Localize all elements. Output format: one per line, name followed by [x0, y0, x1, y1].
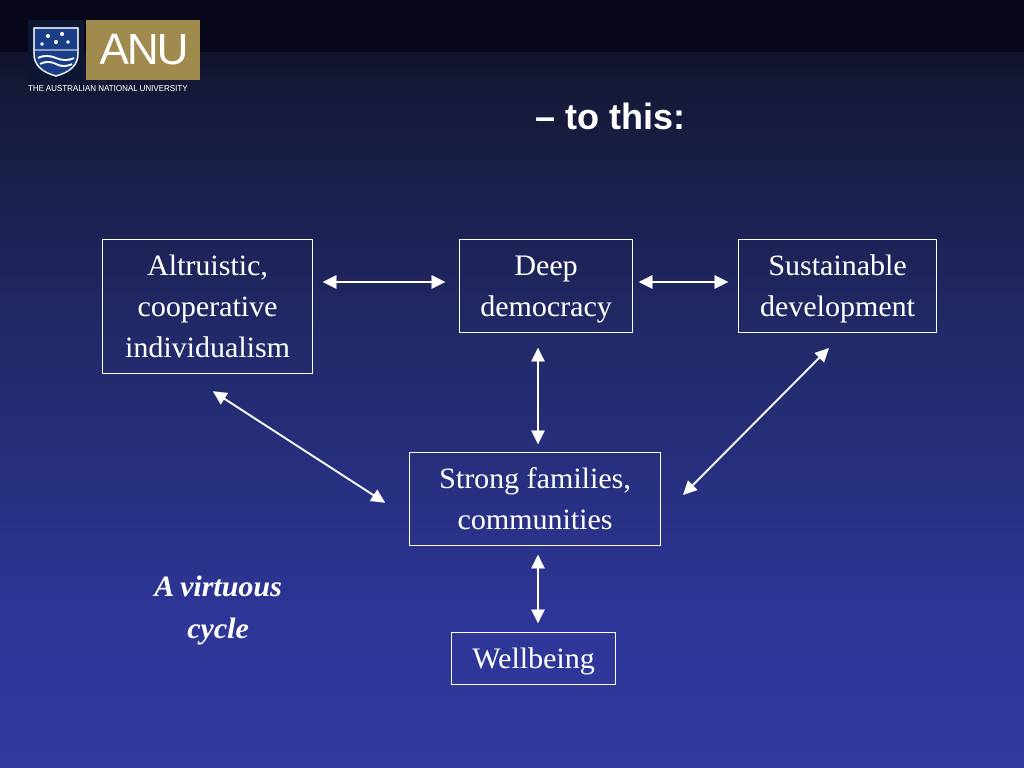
- arrow-altruistic-families: [212, 391, 386, 503]
- node-families: Strong families, communities: [409, 452, 661, 546]
- slide-title: – to this:: [535, 96, 685, 137]
- university-name: THE AUSTRALIAN NATIONAL UNIVERSITY: [28, 84, 188, 93]
- node-altruistic: Altruistic, cooperative individualism: [102, 239, 313, 374]
- arrow-sustainable-families: [683, 348, 829, 495]
- anu-wordmark: ANU: [86, 20, 200, 80]
- node-wellbeing: Wellbeing: [451, 632, 616, 685]
- node-democracy: Deep democracy: [459, 239, 633, 333]
- anu-crest-icon: [28, 20, 84, 80]
- node-sustainable: Sustainable development: [738, 239, 937, 333]
- anu-logo: ANU: [28, 20, 200, 80]
- node-altruistic-label: Altruistic, cooperative individualism: [125, 249, 290, 364]
- virtuous-cycle-note: A virtuous cycle: [154, 570, 282, 645]
- node-wellbeing-label: Wellbeing: [472, 642, 595, 675]
- node-sustainable-label: Sustainable development: [760, 249, 915, 323]
- node-families-label: Strong families, communities: [439, 462, 631, 536]
- node-democracy-label: Deep democracy: [480, 249, 612, 323]
